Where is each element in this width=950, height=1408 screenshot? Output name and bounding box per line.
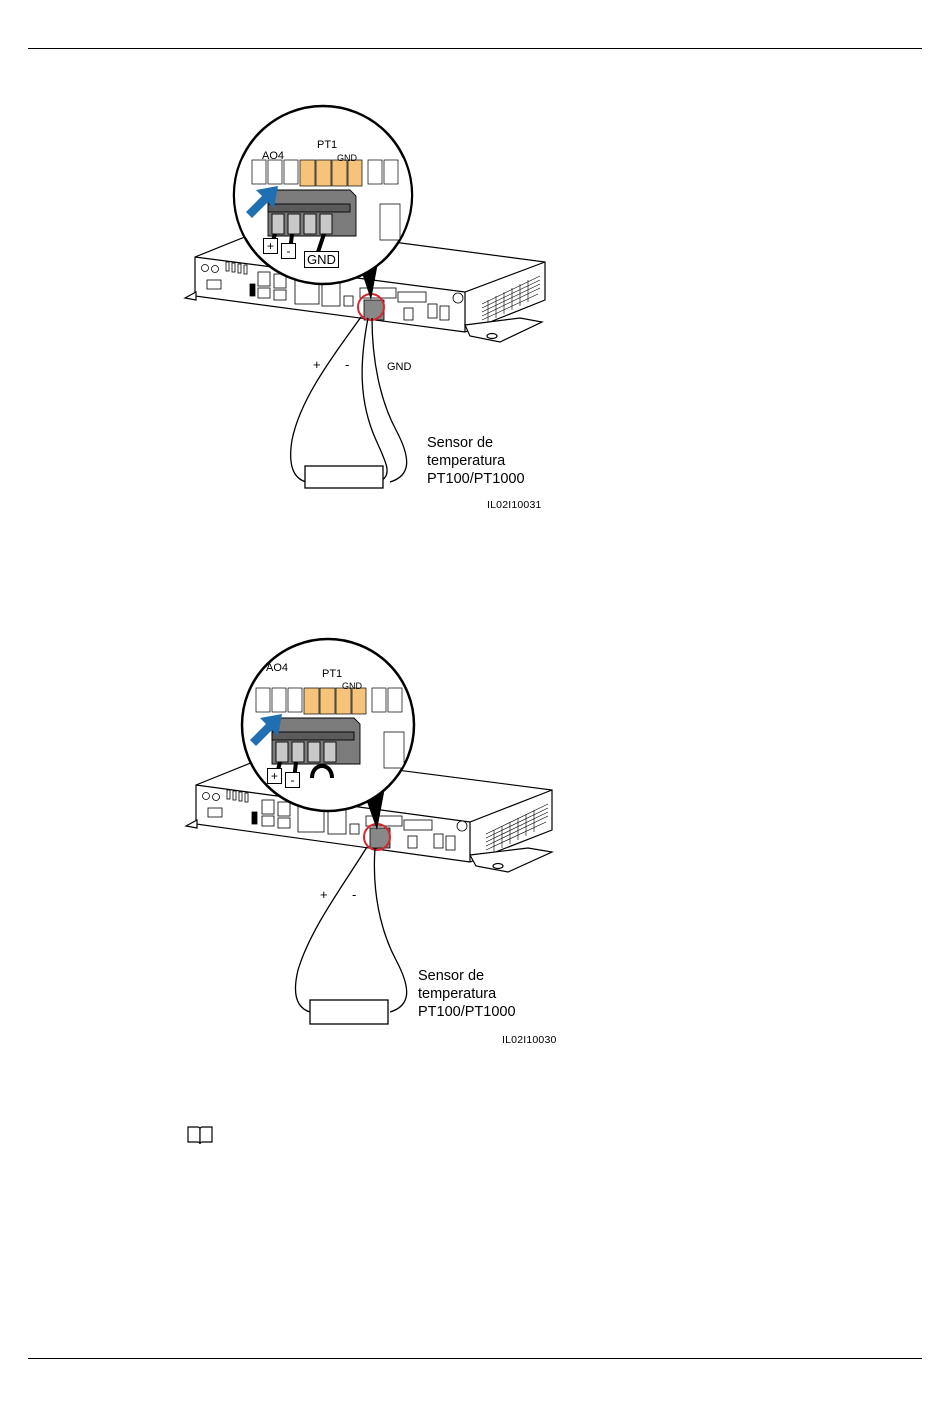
footer-rule xyxy=(28,1358,922,1359)
callout-ao-label: AO4 xyxy=(266,662,288,674)
plug-minus-label: - xyxy=(285,772,300,788)
callout-gnd-label: GND xyxy=(342,680,362,692)
wire-plus-label: + xyxy=(320,888,328,902)
plug-plus-label: + xyxy=(267,768,282,784)
figure-code: IL02I10030 xyxy=(502,1034,557,1046)
figure-2-wire: AO4 PT1 GND + - + - Sensor de temperatur… xyxy=(0,0,950,1060)
wire-minus-label: - xyxy=(352,888,356,902)
book-icon xyxy=(186,1124,214,1146)
callout-pt-label: PT1 xyxy=(322,668,342,680)
sensor-label-line-1: Sensor de xyxy=(418,967,484,986)
sensor-label-line-3: PT100/PT1000 xyxy=(418,1003,516,1022)
sensor-label-line-2: temperatura xyxy=(418,985,496,1004)
device-illustration-2 xyxy=(0,0,950,1060)
